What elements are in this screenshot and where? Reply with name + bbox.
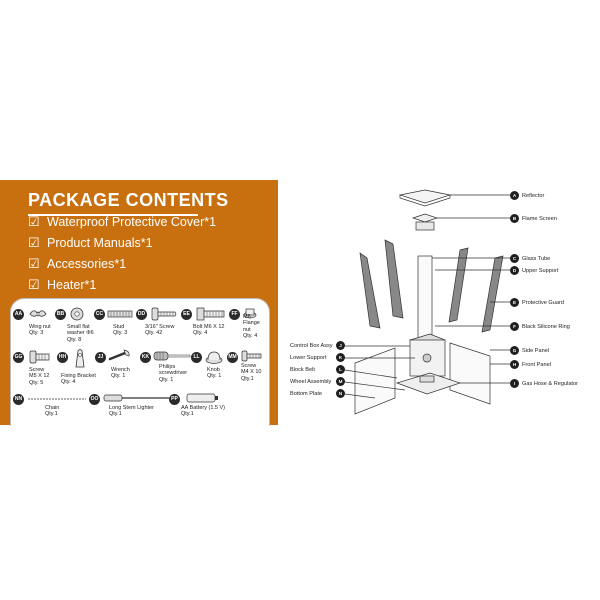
stud-icon bbox=[107, 310, 133, 318]
screwdriver-icon bbox=[153, 351, 191, 361]
part-code: EE bbox=[181, 309, 192, 320]
part-code: KK bbox=[140, 352, 151, 363]
part-label: AA Battery (1.5 V) Qty.1 bbox=[181, 405, 226, 418]
part-label: Screw M5 X 12 Qty. 5 bbox=[29, 367, 50, 386]
part-label: Stud Qty. 3 bbox=[113, 324, 128, 337]
callout-marker: G bbox=[510, 346, 519, 355]
part-code: BB bbox=[55, 309, 66, 320]
washer-icon bbox=[70, 307, 84, 321]
flange-nut-icon bbox=[243, 308, 257, 319]
callout-marker: N bbox=[336, 389, 345, 398]
callout-marker: E bbox=[510, 298, 519, 307]
package-item: ☑ Waterproof Protective Cover*1 bbox=[28, 214, 216, 230]
callout-marker: J bbox=[336, 341, 345, 350]
callout-marker: A bbox=[510, 191, 519, 200]
part-code: GG bbox=[13, 352, 24, 363]
part-callout-label: Wheel Assembly bbox=[290, 379, 332, 385]
part-callout-label: Control Box Assy bbox=[290, 343, 333, 349]
package-item: ☑ Product Manuals*1 bbox=[28, 235, 153, 251]
part-callout-label: Protective Guard bbox=[522, 300, 564, 306]
fixing-bracket-icon bbox=[75, 349, 85, 368]
callout-marker: L bbox=[336, 365, 345, 374]
part-label: Small flat washer Φ6 Qty. 8 bbox=[67, 324, 94, 343]
part-code: AA bbox=[13, 309, 24, 320]
part-label: Chain Qty.1 bbox=[45, 405, 60, 418]
part-callout-label: Block Belt bbox=[290, 367, 315, 373]
check-icon: ☑ bbox=[28, 277, 40, 292]
part-callout-label: Gas Hose & Regulator bbox=[522, 381, 578, 387]
package-item: ☑ Heater*1 bbox=[28, 277, 96, 293]
part-callout-label: Glass Tube bbox=[522, 256, 551, 262]
part-label: Bolt M6 X 12 Qty. 4 bbox=[193, 324, 225, 337]
part-label: Wrench Qty. 1 bbox=[111, 367, 130, 380]
part-code: JJ bbox=[95, 352, 106, 363]
package-item-label: Heater*1 bbox=[47, 278, 97, 292]
part-callout-label: Front Panel bbox=[522, 362, 551, 368]
callout-marker: C bbox=[510, 254, 519, 263]
package-contents-title: PACKAGE CONTENTS bbox=[28, 190, 229, 210]
title-underline bbox=[28, 214, 198, 216]
part-callout-label: Upper Support bbox=[522, 268, 559, 274]
screw-icon bbox=[241, 350, 262, 362]
screw-icon bbox=[151, 307, 177, 321]
part-label: Knob Qty. 1 bbox=[207, 367, 222, 380]
bolt-icon bbox=[196, 307, 225, 321]
part-label: Philips screwdriver Qty. 1 bbox=[159, 364, 188, 383]
part-callout-label: Flame Screen bbox=[522, 216, 557, 222]
callout-marker: K bbox=[336, 353, 345, 362]
part-code: DD bbox=[136, 309, 147, 320]
callout-marker: H bbox=[510, 360, 519, 369]
part-code: FF bbox=[229, 309, 240, 320]
part-callout-label: Bottom Plate bbox=[290, 391, 323, 397]
callout-marker: B bbox=[510, 214, 519, 223]
heater-assembly-drawing bbox=[344, 189, 510, 415]
hardware-parts-list: AA Wing nut Qty. 3 BB Small flat washer … bbox=[10, 298, 270, 426]
battery-icon bbox=[186, 393, 218, 403]
part-code: HH bbox=[57, 352, 68, 363]
part-code: LL bbox=[191, 352, 202, 363]
part-code: NN bbox=[13, 394, 24, 405]
callout-marker: I bbox=[510, 379, 519, 388]
part-callout-label: Lower Support bbox=[290, 355, 327, 361]
callout-marker: D bbox=[510, 266, 519, 275]
wing-nut-icon bbox=[29, 310, 47, 317]
check-icon: ☑ bbox=[28, 235, 40, 250]
part-label: M6 Flange nut Qty. 4 bbox=[243, 314, 260, 339]
check-icon: ☑ bbox=[28, 214, 40, 229]
lighter-icon bbox=[103, 394, 169, 402]
knob-icon bbox=[205, 351, 223, 364]
part-code: OO bbox=[89, 394, 100, 405]
chain-icon bbox=[28, 398, 86, 400]
wrench-icon bbox=[108, 349, 130, 361]
part-label: Screw M4 X 10 Qty.1 bbox=[241, 363, 262, 382]
part-callout-label: Side Panel bbox=[522, 348, 550, 354]
check-icon: ☑ bbox=[28, 256, 40, 271]
part-label: Wing nut Qty. 3 bbox=[29, 324, 51, 337]
part-callout-label: Reflector bbox=[522, 193, 545, 199]
part-label: 3/16" Screw Qty. 42 bbox=[145, 324, 175, 337]
part-callout-label: Black Silicone Ring bbox=[522, 324, 570, 330]
package-item-label: Waterproof Protective Cover*1 bbox=[47, 215, 217, 229]
screw-icon bbox=[29, 350, 50, 364]
part-code: MM bbox=[227, 352, 238, 363]
exploded-heater-diagram: A Reflector B Flame Screen C Glass Tube … bbox=[285, 178, 595, 423]
part-code: PP bbox=[169, 394, 180, 405]
package-item-label: Product Manuals*1 bbox=[47, 236, 153, 250]
part-code: CC bbox=[94, 309, 105, 320]
callout-marker: F bbox=[510, 322, 519, 331]
package-item-label: Accessories*1 bbox=[47, 257, 127, 271]
callout-marker: M bbox=[336, 377, 345, 386]
part-label: Long Stem Lighter Qty.1 bbox=[109, 405, 154, 418]
part-label: Fixing Bracket Qty. 4 bbox=[61, 373, 96, 386]
package-item: ☑ Accessories*1 bbox=[28, 256, 126, 272]
